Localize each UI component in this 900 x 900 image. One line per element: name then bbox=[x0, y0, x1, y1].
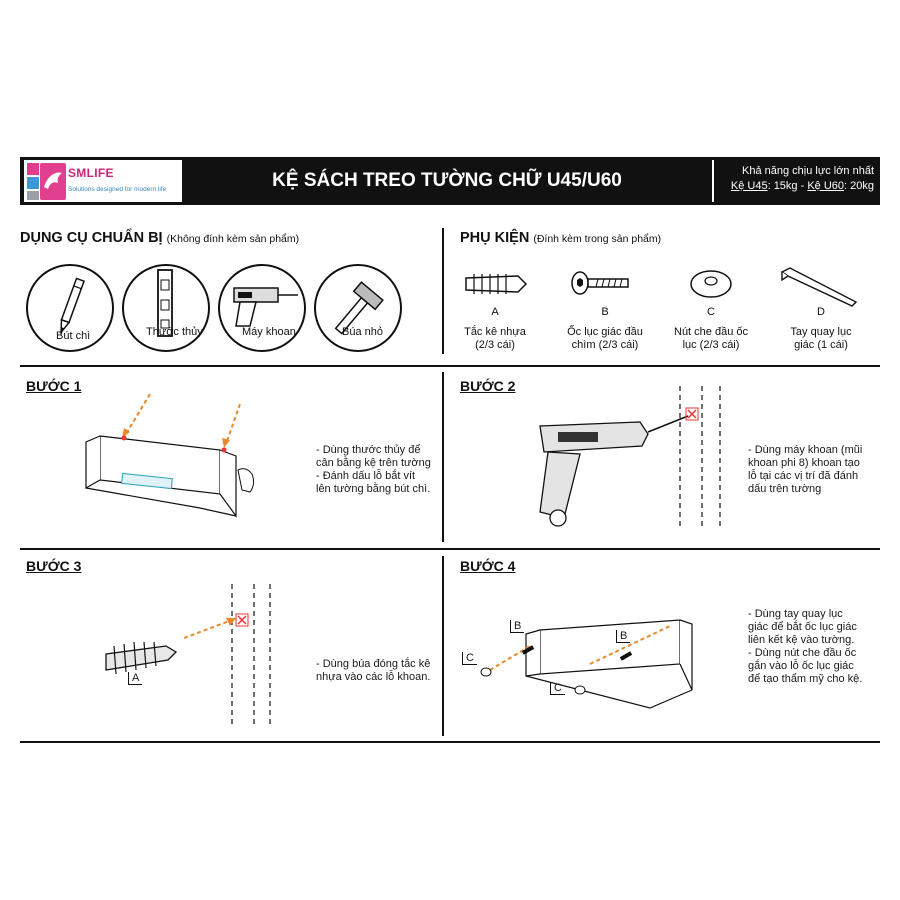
accessory-letter-c: C bbox=[707, 306, 715, 318]
tools-heading: DỤNG CỤ CHUẨN BỊ (Không đính kèm sản phẩ… bbox=[20, 230, 300, 246]
pencil-icon bbox=[60, 277, 85, 335]
logo-square-blue bbox=[27, 177, 39, 189]
divider-bottom bbox=[20, 741, 880, 743]
divider-middle bbox=[20, 548, 880, 550]
divider-step3-step4 bbox=[442, 556, 444, 736]
spirit-level-icon bbox=[157, 269, 173, 337]
divider-step1-step2 bbox=[442, 372, 444, 542]
step4-tag-c2: C bbox=[550, 682, 565, 695]
step3-title: BƯỚC 3 bbox=[26, 558, 82, 574]
logo-square-gray bbox=[27, 191, 39, 200]
accessory-letter-a: A bbox=[491, 306, 499, 318]
tool-label-drill: Máy khoan bbox=[242, 326, 296, 338]
page-title: KỆ SÁCH TREO TƯỜNG CHỮ U45/U60 bbox=[272, 170, 622, 191]
step2-illustration bbox=[539, 386, 721, 530]
step4-title: BƯỚC 4 bbox=[460, 558, 516, 574]
capacity-info: Khả năng chịu lực lớn nhất Kệ U45: 15kg … bbox=[712, 160, 878, 202]
accessories-heading: PHỤ KIỆN (Đính kèm trong sản phẩm) bbox=[460, 230, 662, 246]
capacity-line2: Kệ U45: 15kg - Kệ U60: 20kg bbox=[730, 180, 874, 192]
dolphin-logo-icon bbox=[40, 163, 66, 200]
accessory-letter-b: B bbox=[601, 306, 609, 318]
screw-cap-icon bbox=[690, 270, 732, 298]
tool-circle-level bbox=[122, 264, 210, 352]
step2-title: BƯỚC 2 bbox=[460, 378, 516, 394]
accessory-letter-d: D bbox=[817, 306, 825, 318]
divider-tools-accessories bbox=[442, 228, 444, 354]
logo-square-pink bbox=[27, 163, 39, 175]
tool-label-pencil: Bút chì bbox=[56, 330, 91, 342]
step4-illustration bbox=[480, 619, 693, 709]
step3-illustration bbox=[105, 584, 271, 728]
capacity-line1: Khả năng chịu lực lớn nhất bbox=[742, 165, 874, 177]
tool-circle-hammer bbox=[314, 264, 402, 352]
tool-circle-drill bbox=[218, 264, 306, 352]
step4-tag-b2: B bbox=[616, 630, 631, 643]
step1-title: BƯỚC 1 bbox=[26, 378, 82, 394]
step1-illustration bbox=[85, 393, 255, 518]
divider-top bbox=[20, 365, 880, 367]
tool-label-level: Thước thủy bbox=[146, 326, 203, 338]
hex-key-icon bbox=[780, 267, 858, 307]
hex-screw-icon bbox=[571, 271, 629, 295]
step4-tag-b1: B bbox=[510, 620, 525, 633]
tool-label-hammer: Búa nhỏ bbox=[342, 326, 383, 338]
hammer-icon bbox=[334, 281, 384, 335]
drill-icon bbox=[233, 287, 298, 327]
wall-plug-icon bbox=[465, 274, 528, 294]
step3-tag-a: A bbox=[128, 672, 143, 685]
brand-tagline: Solutions designed for modern life bbox=[68, 186, 167, 193]
brand-name: SMLIFE bbox=[68, 166, 114, 180]
tool-circle-pencil bbox=[26, 264, 114, 352]
step4-tag-c1: C bbox=[462, 652, 477, 665]
accessory-label-a: Tắc kê nhựa(2/3 cái) bbox=[464, 326, 526, 351]
